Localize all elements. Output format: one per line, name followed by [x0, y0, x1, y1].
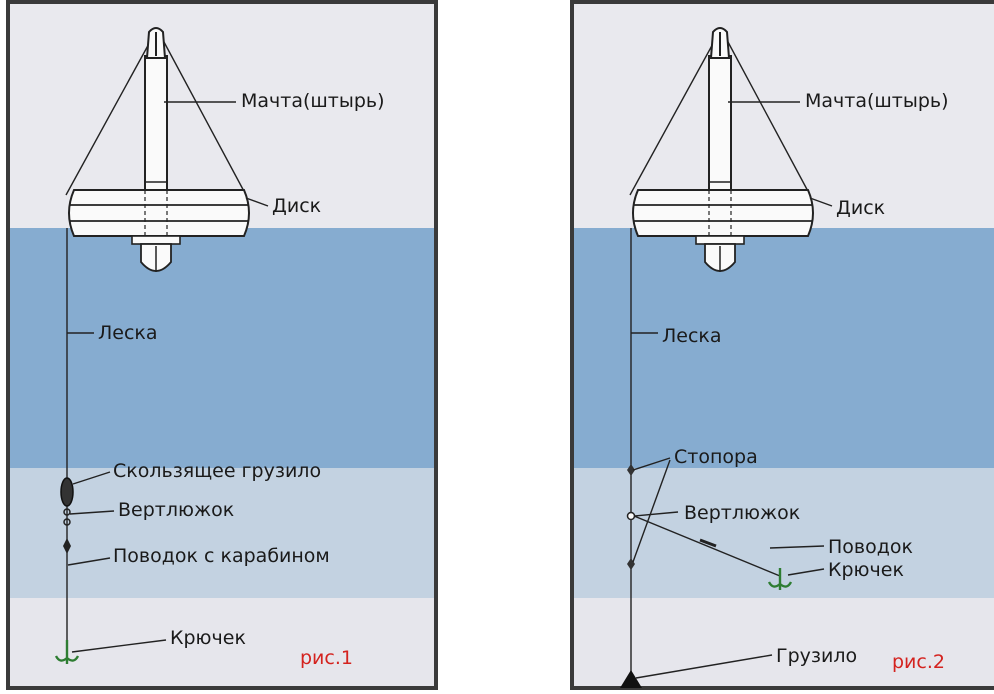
label-swivel: Вертлюжок: [684, 502, 800, 524]
label-disc: Диск: [836, 197, 885, 219]
label-mast: Мачта(штырь): [805, 90, 949, 112]
float-disc: [632, 189, 814, 272]
stopper-upper: [627, 464, 635, 476]
label-swivel: Вертлюжок: [118, 499, 234, 521]
mast: [144, 27, 168, 191]
label-hook: Крючек: [828, 559, 904, 581]
label-disc: Диск: [272, 195, 321, 217]
hook-icon: [54, 640, 80, 664]
rigging-line-right: [163, 41, 247, 196]
water-bottom-band: [10, 598, 434, 686]
leader-hook: [787, 568, 825, 576]
label-leader: Поводок с карабином: [113, 545, 330, 567]
leader-disc: [245, 197, 269, 207]
label-sinker: Грузило: [776, 645, 857, 667]
leader-branch: [633, 515, 781, 577]
water-bottom-band: [574, 598, 994, 686]
swivel: [63, 508, 71, 526]
bottom-sinker: [620, 670, 642, 688]
leader-sinker: [72, 471, 111, 485]
figure-1-panel: Мачта(штырь) Диск Леска Скользящее грузи…: [6, 0, 438, 690]
label-hook: Крючек: [170, 627, 246, 649]
leader-swivel: [633, 511, 679, 517]
frame: [570, 0, 994, 690]
leader-hook: [71, 639, 167, 653]
leader-disc: [809, 197, 833, 207]
water-mid-band: [10, 468, 434, 598]
leader-leader: [67, 557, 111, 566]
figure-2-panel: Мачта(штырь) Диск Леска Стопора Вертлюжо…: [570, 0, 994, 690]
rigging-line-left: [629, 39, 716, 196]
figure-caption: рис.2: [892, 651, 945, 673]
float-disc: [68, 189, 250, 272]
leader-sinker: [635, 654, 773, 679]
label-mast: Мачта(штырь): [241, 90, 385, 112]
label-stoppers: Стопора: [674, 446, 758, 468]
sliding-sinker: [60, 477, 74, 507]
rigging-line-left: [65, 39, 152, 196]
rigging-line-right: [727, 41, 811, 196]
leader-stopper-1: [632, 457, 671, 471]
hook-icon: [767, 568, 793, 590]
water-upper-band: [574, 228, 994, 468]
label-sliding-sinker: Скользящее грузило: [113, 460, 321, 482]
carabiner: [63, 538, 71, 554]
label-leader: Поводок: [828, 536, 913, 558]
label-line: Леска: [98, 322, 158, 344]
leader-leader: [769, 545, 825, 549]
swivel: [626, 511, 636, 521]
figure-1-diagram: Мачта(штырь) Диск Леска Скользящее грузи…: [6, 0, 438, 690]
leader-swivel: [69, 510, 115, 515]
figure-2-diagram: Мачта(штырь) Диск Леска Стопора Вертлюжо…: [570, 0, 994, 690]
mast: [708, 27, 732, 191]
leader-stopper-2: [632, 459, 671, 563]
figure-caption: рис.1: [300, 647, 353, 669]
water-upper-band: [10, 228, 434, 468]
water-mid-band: [574, 468, 994, 598]
frame: [6, 0, 438, 690]
leader-knot: [699, 538, 717, 548]
label-line: Леска: [662, 325, 722, 347]
